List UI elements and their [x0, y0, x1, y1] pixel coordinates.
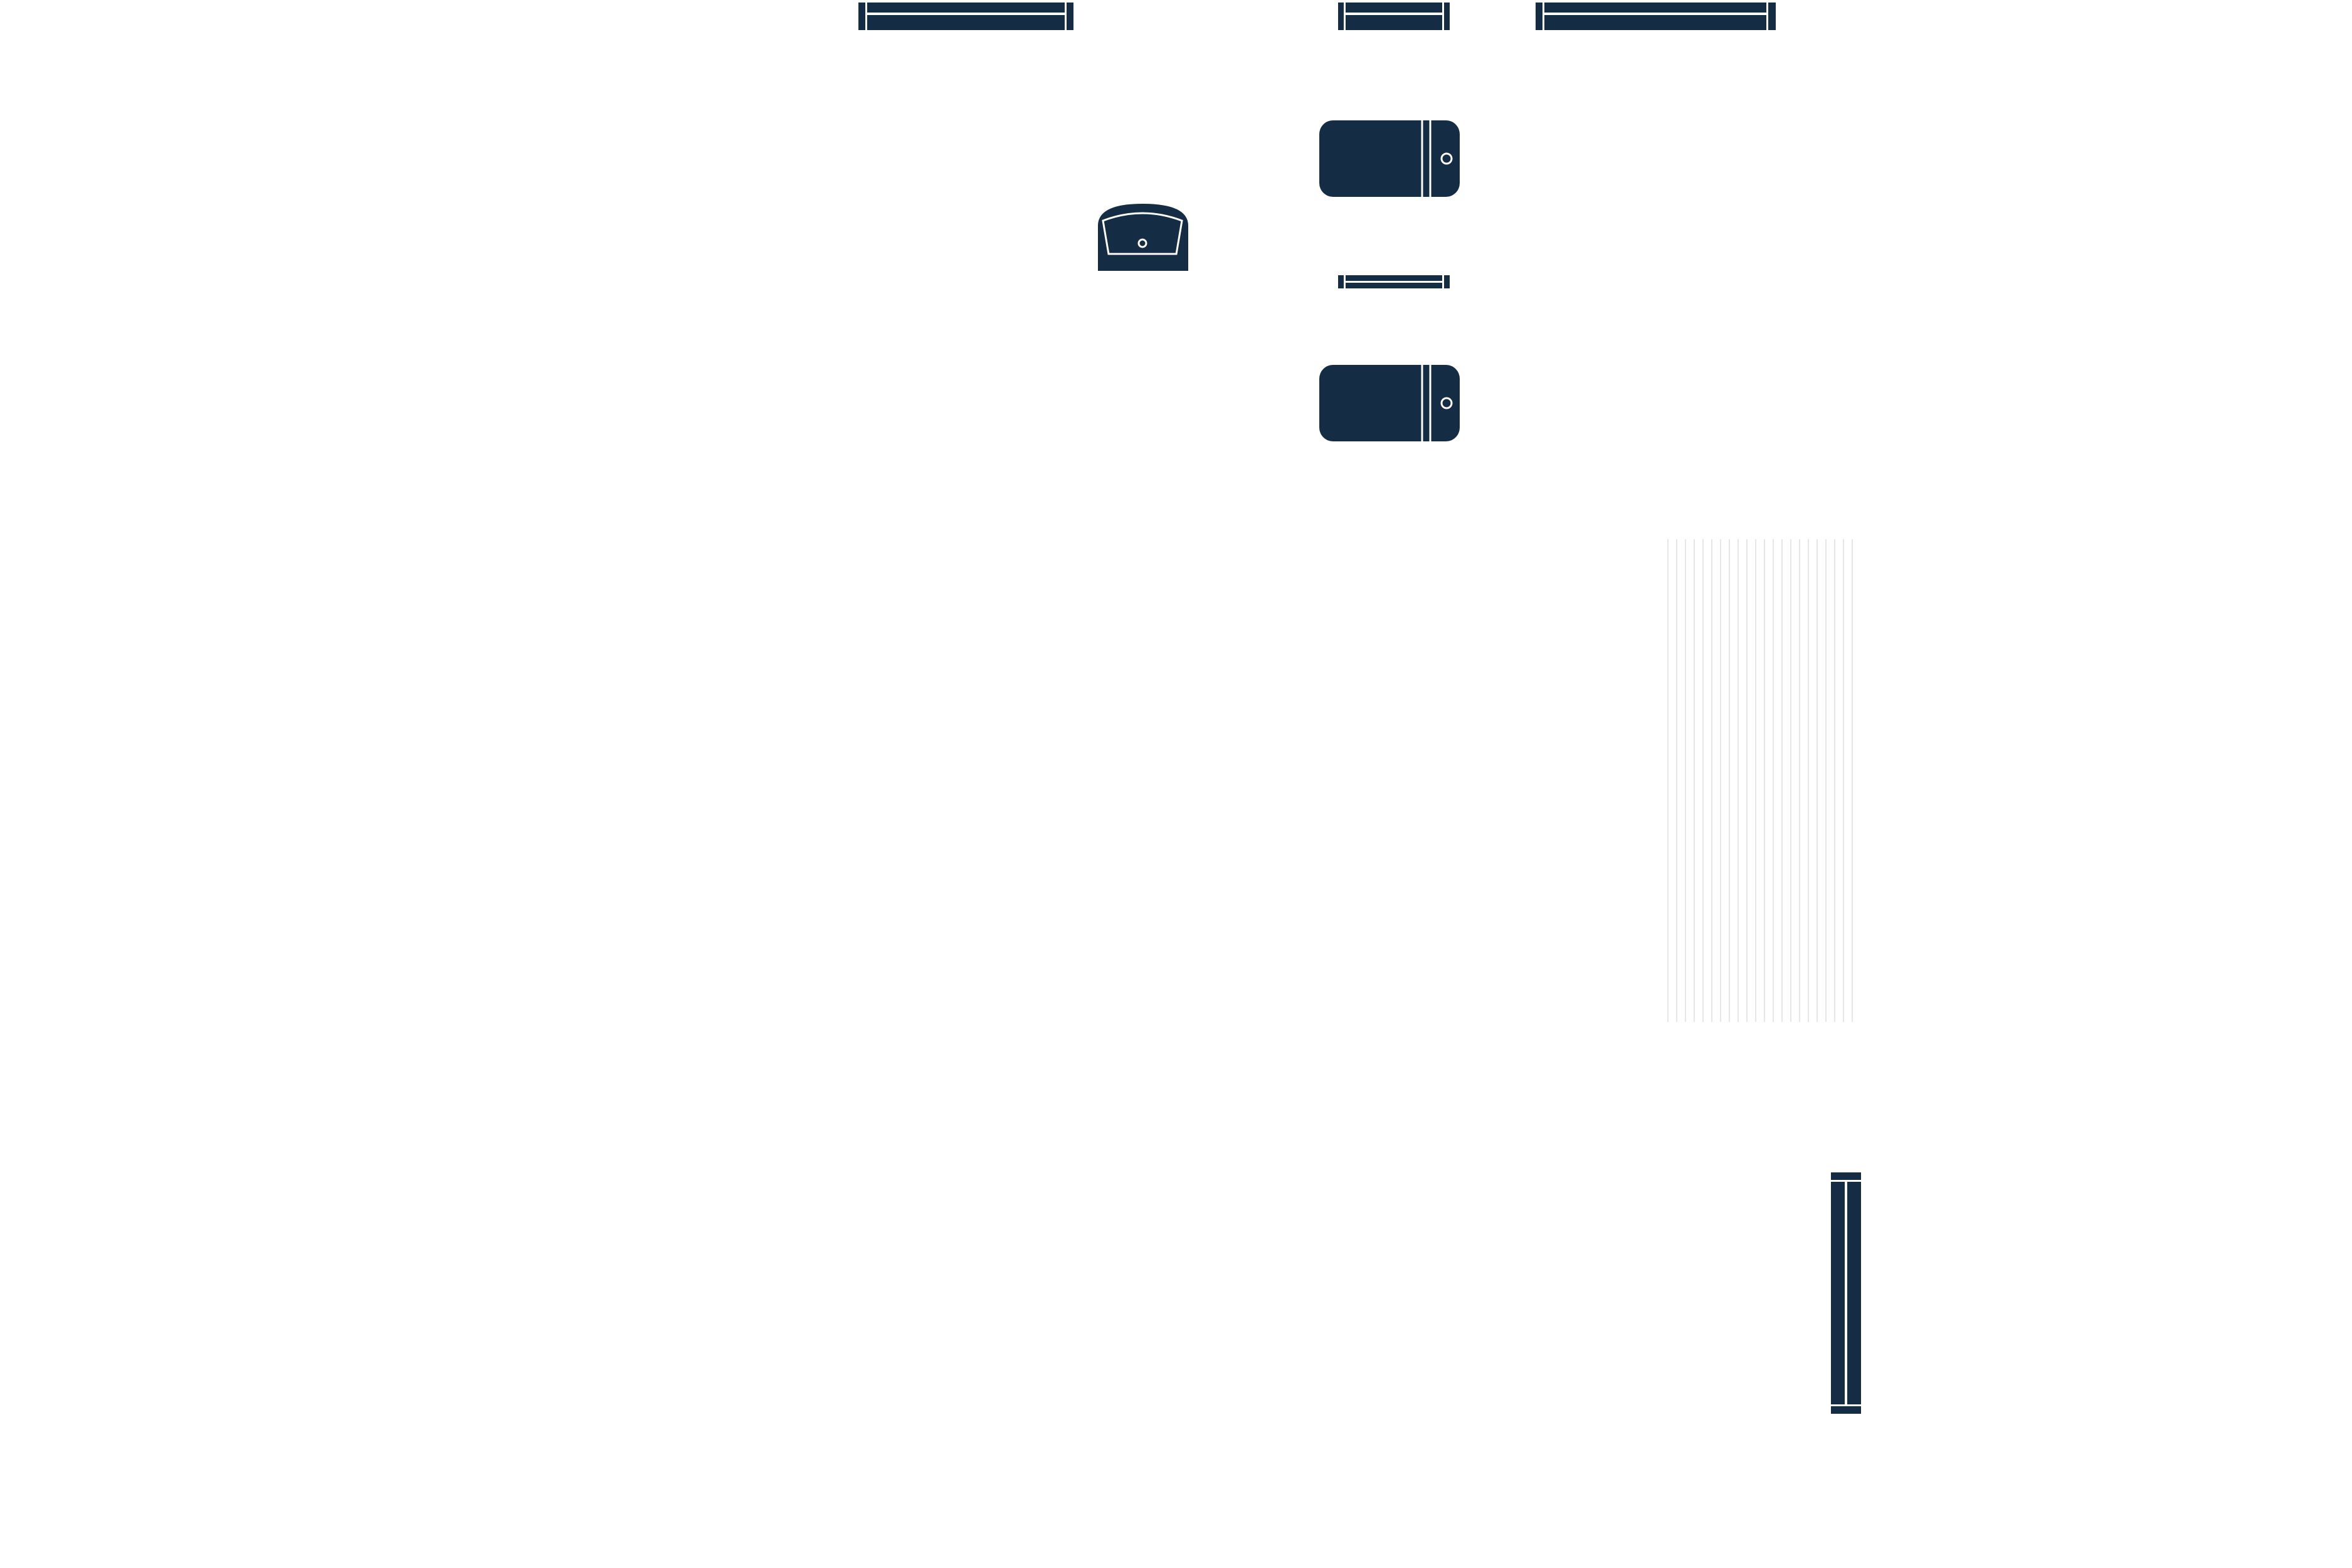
radiator-icon [858, 3, 1073, 30]
washbasin-icon [1098, 204, 1188, 271]
bathtub-icon [1319, 120, 1460, 197]
radiator-icon [1338, 275, 1450, 288]
staircase-icon [1667, 539, 1853, 1022]
bathtub-icon [1319, 365, 1460, 441]
radiator-icon [1338, 3, 1450, 30]
radiator-icon [1536, 3, 1776, 30]
radiator-icon [1831, 1172, 1861, 1414]
